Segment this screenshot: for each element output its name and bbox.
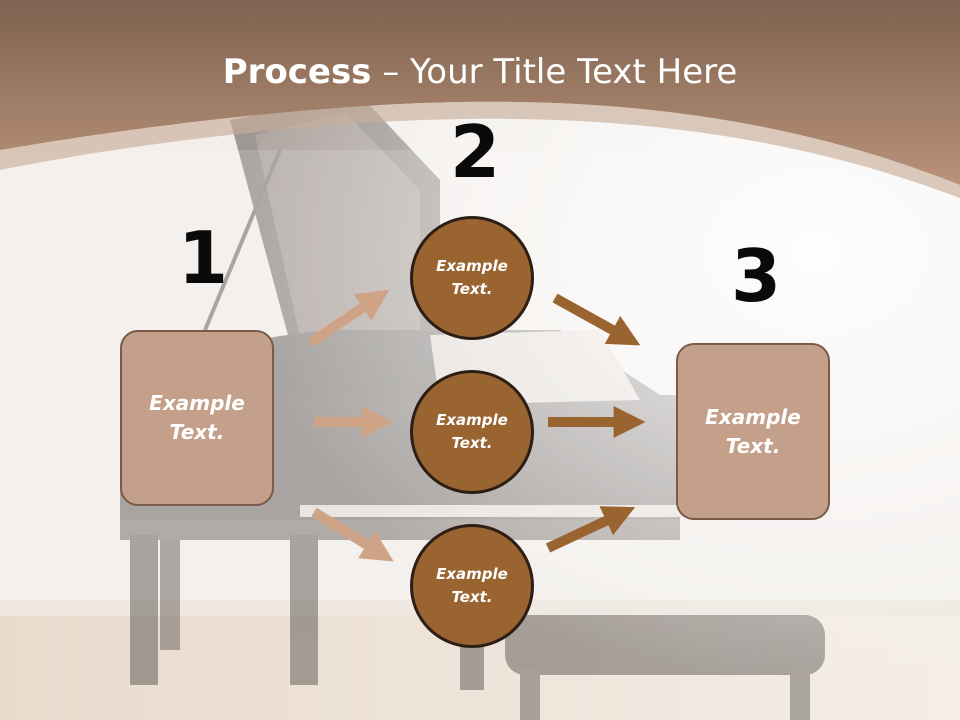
title-rest: – Your Title Text Here xyxy=(371,52,738,92)
title-bold: Process xyxy=(222,52,372,92)
circle-middle-line-2: Text. xyxy=(451,434,493,452)
circle-middle: Example Text. xyxy=(410,370,534,494)
step-number-2: 2 xyxy=(450,110,501,194)
step-3-line-2: Text. xyxy=(725,433,781,458)
step-1-line-1: Example xyxy=(149,391,245,415)
arrow-bottom-to-3 xyxy=(545,506,636,553)
circle-middle-line-1: Example xyxy=(436,411,508,429)
circle-bottom-line-1: Example xyxy=(436,565,508,583)
header-band xyxy=(0,0,960,185)
arrow-top-to-3 xyxy=(552,293,641,346)
step-number-3: 3 xyxy=(731,234,782,318)
arrow-1-to-top xyxy=(307,289,390,348)
circle-top-line-2: Text. xyxy=(451,280,493,298)
circle-top: Example Text. xyxy=(410,216,534,340)
step-1-line-2: Text. xyxy=(169,420,225,444)
step-3-line-1: Example xyxy=(705,404,801,429)
arrow-1-to-bottom xyxy=(311,507,394,562)
step-1-box: Example Text. xyxy=(120,330,274,506)
circle-top-line-1: Example xyxy=(436,257,508,275)
slide-title: Process – Your Title Text Here xyxy=(0,52,960,92)
step-3-box: Example Text. xyxy=(676,343,830,520)
circle-bottom: Example Text. xyxy=(410,524,534,648)
header-accent xyxy=(0,101,960,198)
step-number-1: 1 xyxy=(178,216,229,300)
circle-bottom-line-2: Text. xyxy=(451,588,493,606)
